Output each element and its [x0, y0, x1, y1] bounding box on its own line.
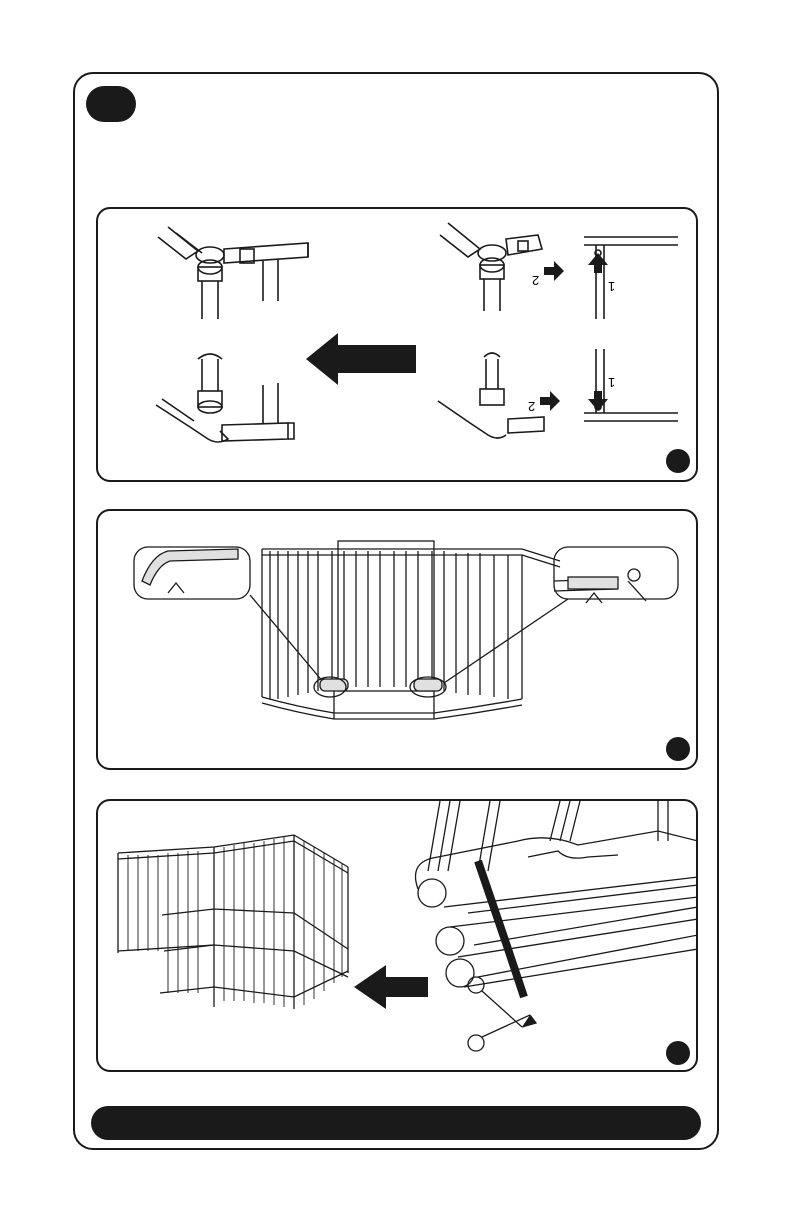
- callout-right-bubble: [554, 547, 678, 599]
- panel-a-badge: [666, 449, 690, 473]
- small-arrow-bottom: [540, 391, 560, 411]
- exploded-top-connector: [440, 223, 542, 311]
- direction-arrow-c: [354, 965, 428, 1009]
- connector-illustration: [98, 209, 698, 482]
- unpack-illustration: [98, 801, 698, 1072]
- playpen-illustration: [98, 511, 698, 770]
- assembled-top-connector: [158, 227, 308, 319]
- folded-playpen: [118, 835, 348, 1009]
- panel-b-badge: [666, 737, 690, 761]
- gate-door: [338, 541, 434, 691]
- assembled-bottom-connector: [156, 354, 294, 442]
- label-step-1-top: 1: [608, 279, 615, 294]
- step-number-badge: [86, 86, 136, 122]
- playpen-bars: [262, 549, 522, 699]
- panel-c-badge: [666, 1041, 690, 1065]
- scissors-icon: [468, 977, 536, 1051]
- label-step-1-bottom: 1: [608, 375, 615, 390]
- strapped-panels: [416, 801, 699, 987]
- footer-bar: [91, 1106, 701, 1140]
- panel-playpen-overview: [96, 509, 698, 770]
- exploded-bottom-connector: [438, 353, 544, 438]
- panel-connector-assembly: 2 2 1 1: [96, 207, 698, 482]
- direction-arrow: [306, 333, 416, 385]
- label-step-2-bottom: 2: [528, 399, 535, 414]
- small-arrow-down: [588, 391, 608, 411]
- small-arrow-top: [544, 261, 564, 281]
- panel-unpack-playpen: [96, 799, 698, 1072]
- label-step-2-top: 2: [532, 273, 539, 288]
- small-arrow-up: [588, 253, 608, 273]
